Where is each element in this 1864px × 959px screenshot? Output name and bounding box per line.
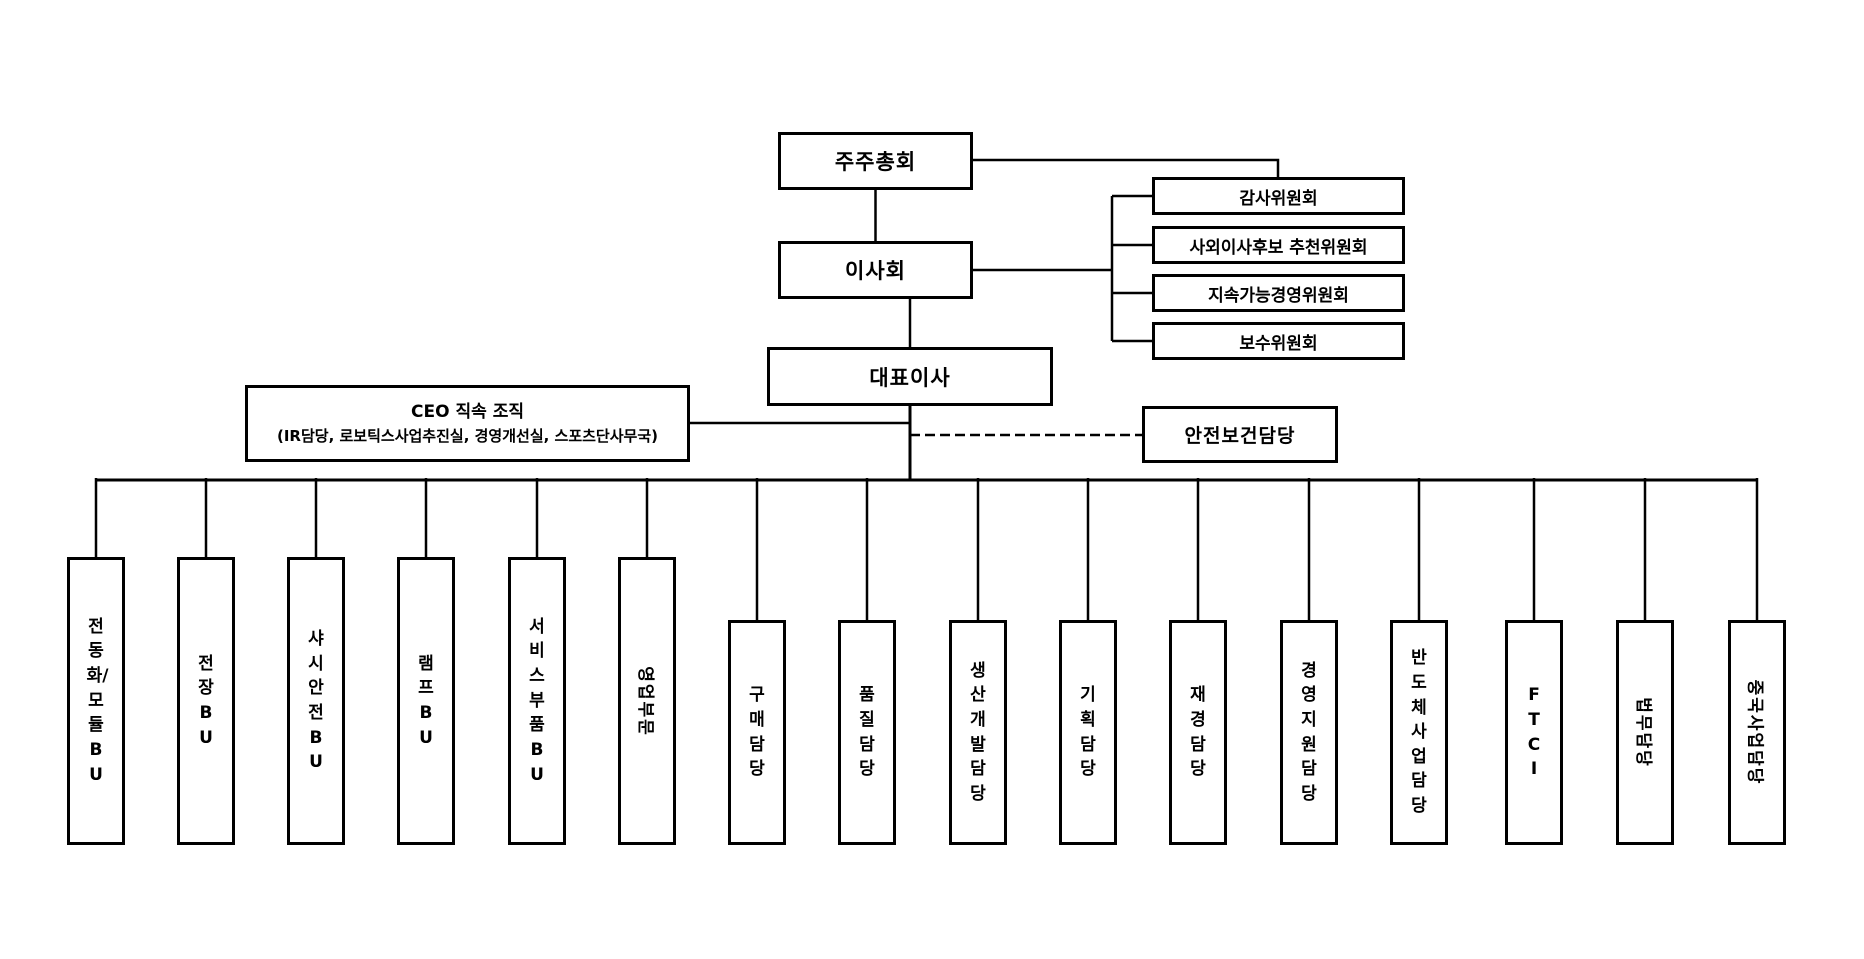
org-unit-box-finance: 재경담당 <box>1169 620 1227 845</box>
ceo-direct-org-subtitle: (IR담당, 로보틱스사업추진실, 경영개선실, 스포츠단사무국) <box>276 427 658 446</box>
ceo-label: 대표이사 <box>869 365 951 390</box>
org-unit-label: 반도체사업담당 <box>1411 648 1427 817</box>
org-unit-box-planning: 기획담당 <box>1059 620 1117 845</box>
shareholders-meeting-box: 주주총회 <box>778 132 973 190</box>
committee-label: 보수위원회 <box>1239 333 1318 354</box>
org-unit-label: 경영지원담당 <box>1301 660 1317 804</box>
org-unit-label: 품질담당 <box>859 685 875 780</box>
org-unit-label: 서비스부품BU <box>529 616 545 785</box>
unit-drop-lines <box>94 478 1759 621</box>
org-unit-box-ftci: FTCI <box>1505 620 1563 845</box>
org-unit-box-chassis-safety-bu: 샤시안전BU <box>287 557 345 845</box>
org-unit-label: 생산개발담당 <box>970 660 986 804</box>
org-unit-box-semiconductor-business: 반도체사업담당 <box>1390 620 1448 845</box>
ceo-direct-org-title: CEO 직속 조직 <box>411 401 524 422</box>
org-unit-box-management-support: 경영지원담당 <box>1280 620 1338 845</box>
ceo-box: 대표이사 <box>767 347 1053 406</box>
org-unit-box-service-parts-bu: 서비스부품BU <box>508 557 566 845</box>
org-unit-label: FTCI <box>1527 685 1541 780</box>
org-unit-box-lamp-bu: 램프BU <box>397 557 455 845</box>
distribution-bus <box>96 405 1757 482</box>
safety-health-label: 안전보건담당 <box>1184 425 1296 447</box>
org-unit-box-legal: 법무담당 <box>1616 620 1674 845</box>
org-unit-box-production-development: 생산개발담당 <box>949 620 1007 845</box>
committee-label: 지속가능경영위원회 <box>1208 285 1349 306</box>
shareholders-meeting-label: 주주총회 <box>834 150 917 174</box>
org-unit-box-purchasing: 구매담당 <box>728 620 786 845</box>
org-unit-label: 중국사업담당 <box>1744 679 1765 786</box>
org-unit-label: 영업부문 <box>634 665 655 737</box>
org-unit-label: 재경담당 <box>1190 685 1206 780</box>
ceo-direct-org-box: CEO 직속 조직 (IR담당, 로보틱스사업추진실, 경영개선실, 스포츠단사… <box>245 385 690 462</box>
org-unit-box-electronics-bu: 전장BU <box>177 557 235 845</box>
board-of-directors-box: 이사회 <box>778 241 973 299</box>
committee-label: 감사위원회 <box>1239 188 1318 209</box>
org-unit-label: 전동화/모듈BU <box>86 616 109 785</box>
org-unit-label: 전장BU <box>198 653 214 748</box>
committee-label: 사외이사후보 추천위원회 <box>1189 237 1368 258</box>
org-unit-label: 램프BU <box>418 653 434 748</box>
org-unit-label: 구매담당 <box>749 685 765 780</box>
safety-health-box: 안전보건담당 <box>1142 406 1338 463</box>
org-unit-label: 법무담당 <box>1632 697 1653 768</box>
governance-connectors <box>689 158 1280 425</box>
org-unit-label: 기획담당 <box>1080 685 1096 780</box>
board-of-directors-label: 이사회 <box>845 259 906 283</box>
committee-box-compensation: 보수위원회 <box>1152 322 1405 360</box>
org-unit-label: 샤시안전BU <box>308 629 324 773</box>
committee-box-audit: 감사위원회 <box>1152 177 1405 215</box>
org-unit-box-china-business: 중국사업담당 <box>1728 620 1786 845</box>
org-unit-box-electrification-module-bu: 전동화/모듈BU <box>67 557 125 845</box>
committee-box-sustainability: 지속가능경영위원회 <box>1152 274 1405 312</box>
committee-box-outside-director: 사외이사후보 추천위원회 <box>1152 226 1405 264</box>
org-unit-box-sales-division: 영업부문 <box>618 557 676 845</box>
org-unit-box-quality: 품질담당 <box>838 620 896 845</box>
